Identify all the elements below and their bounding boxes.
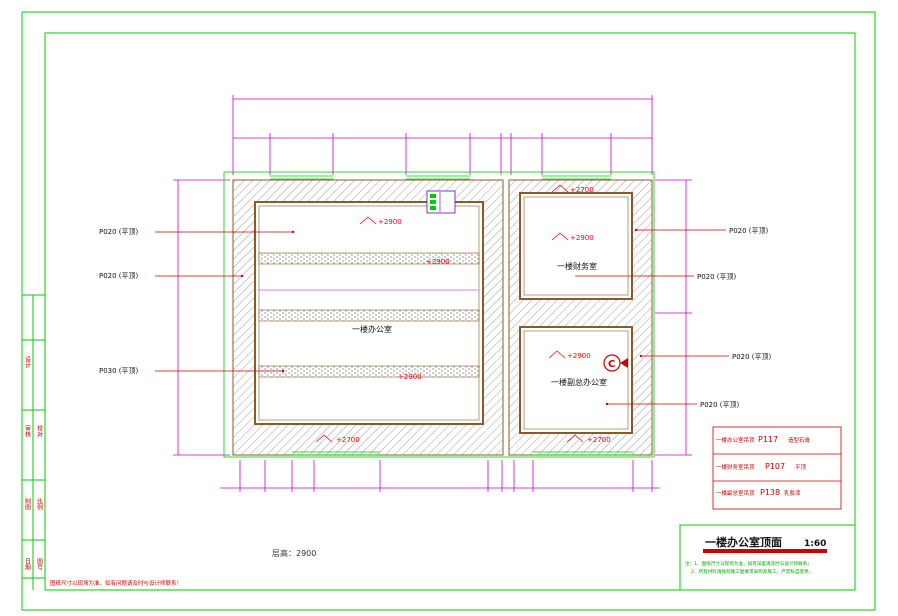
side-strip-label: 审核 (24, 424, 31, 438)
svg-text:C: C (608, 359, 615, 370)
room-deputy (519, 326, 633, 434)
bottom-note: 图纸尺寸以现场为准，如有问题请及时与设计师联系！ (50, 579, 182, 587)
svg-text:P117: P117 (758, 435, 778, 444)
side-strip-label: 图号 (36, 558, 43, 571)
side-strip: 设计 审核 校对 制图 比例 日期 图号 (22, 294, 46, 590)
svg-text:造型石膏: 造型石膏 (788, 436, 811, 444)
dimension-lines (173, 95, 692, 492)
side-strip-label: 比例 (36, 497, 43, 511)
svg-text:+2700: +2700 (587, 436, 611, 444)
windows (270, 175, 633, 456)
section-marker-icon: C (603, 354, 628, 372)
svg-text:+2700: +2700 (570, 186, 594, 194)
ceiling-strip (258, 309, 480, 322)
svg-text:+2900: +2900 (398, 373, 422, 381)
svg-text:一楼财务室吊顶: 一楼财务室吊顶 (716, 463, 755, 471)
room-finance (519, 192, 633, 300)
callouts-left (155, 231, 293, 372)
room-name-finance: 一楼财务室 (557, 261, 597, 271)
svg-text:+2700: +2700 (336, 436, 360, 444)
svg-text:+2900: +2900 (378, 218, 402, 226)
ceiling-strip (258, 252, 480, 265)
material-legend: 一楼办公室吊顶 P117 造型石膏 一楼财务室吊顶 P107 平顶 一楼副总室吊… (712, 426, 842, 510)
room-name-main: 一楼办公室 (352, 324, 392, 334)
svg-text:+2900: +2900 (570, 234, 594, 242)
svg-text:P107: P107 (765, 462, 785, 471)
ceiling-strip (258, 365, 480, 378)
drawing-scale: 1:60 (804, 539, 826, 549)
sheet-border-outer (21, 11, 876, 611)
callout-label: P020 (平顶) (99, 228, 139, 236)
callout-label: P020 (平顶) (99, 272, 139, 280)
title-note: 2、所有材料请按照施工图要求采购及施工，严禁私自变更。 (691, 568, 813, 575)
fixture-icon (426, 190, 456, 214)
callout-label: P020 (平顶) (729, 227, 769, 235)
elevation-markers: +2900 +2900 +2900 +2700 +2700 +2900 +290… (315, 184, 611, 444)
title-note: 注：1、图纸尺寸以现场为准，如有误差请及时与设计师联系； (685, 560, 812, 567)
side-strip-label: 日期 (24, 558, 31, 571)
drawing-title: 一楼办公室顶面 (705, 535, 782, 549)
svg-text:+2900: +2900 (567, 352, 591, 360)
title-block: 一楼办公室顶面 1:60 注：1、图纸尺寸以现场为准，如有误差请及时与设计师联系… (679, 524, 856, 591)
floor-height: 层高：2900 (272, 548, 316, 558)
side-strip-label: 设计 (24, 355, 31, 369)
room-name-deputy: 一楼副总办公室 (551, 377, 607, 387)
svg-text:一楼办公室吊顶: 一楼办公室吊顶 (716, 436, 755, 444)
callouts-right (575, 229, 729, 405)
svg-text:平顶: 平顶 (795, 464, 807, 471)
callout-label: P020 (平顶) (700, 401, 740, 409)
callout-label: P020 (平顶) (697, 273, 737, 281)
side-strip-label: 校对 (36, 424, 43, 437)
svg-text:一楼副总室吊顶: 一楼副总室吊顶 (716, 489, 755, 497)
svg-text:+2900: +2900 (426, 258, 450, 266)
svg-text:乳胶漆: 乳胶漆 (784, 489, 801, 497)
svg-text:P138: P138 (760, 488, 780, 497)
side-strip-label: 制图 (24, 497, 31, 511)
callout-label: P030 (平顶) (99, 367, 139, 375)
building-outline (223, 171, 655, 458)
callout-label: P020 (平顶) (732, 353, 772, 361)
